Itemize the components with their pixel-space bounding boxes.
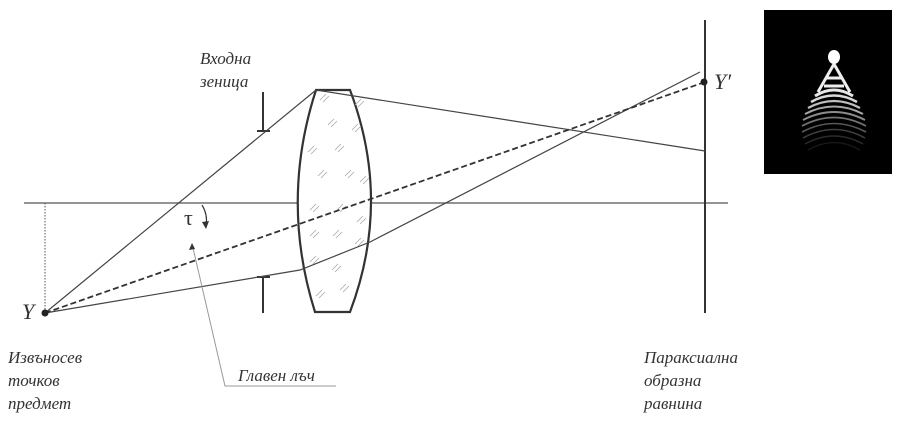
pointer-arrowhead — [189, 243, 195, 250]
entrance-pupil-stop — [257, 92, 270, 313]
caption-line: образна — [644, 371, 702, 390]
label-line: зеница — [200, 72, 249, 91]
chief-ray-label: Главен лъч — [238, 366, 315, 385]
chief-ray — [44, 81, 706, 314]
angle-label: τ — [184, 205, 193, 230]
caption-line: предмет — [8, 394, 72, 413]
caption-line: Параксиална — [644, 348, 738, 367]
lens — [296, 88, 373, 314]
entrance-pupil-label: Входна зеница — [200, 47, 251, 93]
angle-arrowhead — [202, 221, 209, 229]
object-point-label: Y — [22, 299, 35, 324]
object-caption: Извъносев точков предмет — [8, 346, 82, 415]
caption-line: точков — [8, 371, 60, 390]
caption-line: равнина — [644, 394, 703, 413]
caption-line: Извъносев — [8, 348, 83, 367]
object-point-dot — [41, 309, 49, 317]
lower-marginal-ray — [44, 71, 701, 314]
image-plane-caption: Параксиална образна равнина — [644, 346, 738, 415]
glass-hatching — [307, 93, 370, 299]
label-line: Входна — [200, 49, 252, 68]
diffraction-psf-image — [764, 10, 892, 174]
chief-ray-pointer — [192, 247, 336, 387]
upper-marginal-ray — [44, 89, 706, 314]
image-point-label: Y′ — [714, 69, 732, 94]
image-point-dot — [700, 78, 708, 86]
